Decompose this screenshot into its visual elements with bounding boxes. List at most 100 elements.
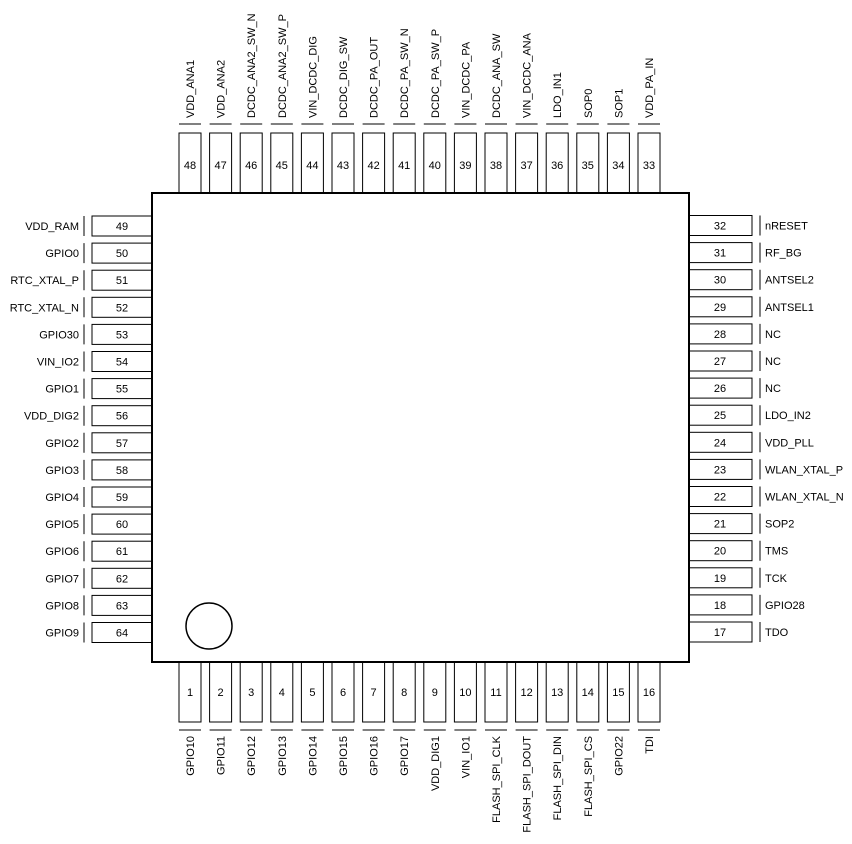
pin-number: 1 <box>187 687 193 699</box>
pin-number: 34 <box>612 160 624 172</box>
pin-number: 54 <box>116 357 128 369</box>
pin-label: ANTSEL2 <box>765 275 814 287</box>
pin-label: GPIO13 <box>277 736 289 776</box>
pin-number: 43 <box>337 160 349 172</box>
pin-number: 31 <box>714 248 726 260</box>
pin-number: 26 <box>714 383 726 395</box>
pin-number: 19 <box>714 573 726 585</box>
pin-number: 35 <box>582 160 594 172</box>
pin-label: VDD_ANA1 <box>185 60 197 118</box>
pin-number: 30 <box>714 275 726 287</box>
pin-number: 18 <box>714 600 726 612</box>
pin-label: VIN_DCDC_PA <box>460 41 472 118</box>
pin-label: GPIO8 <box>45 600 79 612</box>
pin-number: 50 <box>116 248 128 260</box>
pin-label: DCDC_PA_SW_P <box>430 29 442 118</box>
pin-label: TMS <box>765 546 788 558</box>
pins-layer: 1GPIO102GPIO113GPIO124GPIO135GPIO146GPIO… <box>10 13 844 832</box>
pin-number: 3 <box>248 687 254 699</box>
pin-label: GPIO2 <box>45 438 79 450</box>
pin-number: 7 <box>371 687 377 699</box>
pin-number: 36 <box>551 160 563 172</box>
pin-number: 55 <box>116 384 128 396</box>
pin-number: 51 <box>116 275 128 287</box>
pin-label: SOP0 <box>583 89 595 118</box>
pin-label: GPIO17 <box>399 736 411 776</box>
pin-label: DCDC_ANA2_SW_N <box>246 13 258 118</box>
pin-label: FLASH_SPI_DOUT <box>522 736 534 833</box>
pin-label: GPIO22 <box>613 736 625 776</box>
pin-label: SOP2 <box>765 519 794 531</box>
pin-label: GPIO7 <box>45 573 79 585</box>
pin-label: FLASH_SPI_CS <box>583 736 595 817</box>
pin-number: 46 <box>245 160 257 172</box>
pin-label: GPIO16 <box>369 736 381 776</box>
pin-label: DCDC_DIG_SW <box>338 36 350 118</box>
pin-label: GPIO10 <box>185 736 197 776</box>
pin-number: 42 <box>367 160 379 172</box>
pin-number: 15 <box>612 687 624 699</box>
pin-number: 23 <box>714 464 726 476</box>
pin-label: VDD_ANA2 <box>216 60 228 118</box>
pin-number: 41 <box>398 160 410 172</box>
pin-label: VDD_DIG2 <box>24 411 79 423</box>
pin-label: VIN_DCDC_ANA <box>522 32 534 118</box>
pin-label: GPIO30 <box>39 329 79 341</box>
pin-number: 28 <box>714 329 726 341</box>
pin-label: ANTSEL1 <box>765 302 814 314</box>
pin-number: 33 <box>643 160 655 172</box>
pin-label: TCK <box>765 573 788 585</box>
pin-label: GPIO6 <box>45 546 79 558</box>
pin-label: GPIO11 <box>216 736 228 775</box>
pin-number: 14 <box>582 687 594 699</box>
pin-label: SOP1 <box>613 89 625 118</box>
pin-label: GPIO15 <box>338 736 350 776</box>
pin-number: 13 <box>551 687 563 699</box>
pin-number: 38 <box>490 160 502 172</box>
pin-label: VIN_DCDC_DIG <box>307 36 319 118</box>
pin-label: GPIO14 <box>307 736 319 776</box>
pin-number: 17 <box>714 627 726 639</box>
pin-number: 20 <box>714 546 726 558</box>
pin-number: 64 <box>116 628 128 640</box>
pin-number: 2 <box>218 687 224 699</box>
pin-number: 10 <box>459 687 471 699</box>
pin-label: FLASH_SPI_CLK <box>491 735 503 822</box>
pin-number: 5 <box>309 687 315 699</box>
pin1-indicator <box>185 602 233 650</box>
pin-label: DCDC_ANA2_SW_P <box>277 14 289 118</box>
pin-number: 39 <box>459 160 471 172</box>
pin-label: WLAN_XTAL_N <box>765 492 844 504</box>
pin-label: TDI <box>644 736 656 754</box>
pin-label: GPIO3 <box>45 465 79 477</box>
pin-label: GPIO12 <box>246 736 258 776</box>
pin-label: FLASH_SPI_DIN <box>552 736 564 820</box>
pin-label: WLAN_XTAL_P <box>765 464 843 476</box>
pin-label: VDD_PA_IN <box>644 58 656 118</box>
pin-number: 45 <box>276 160 288 172</box>
pin-number: 40 <box>429 160 441 172</box>
pin-number: 49 <box>116 221 128 233</box>
pin-label: GPIO4 <box>45 492 79 504</box>
pin-number: 37 <box>520 160 532 172</box>
pin-number: 22 <box>714 492 726 504</box>
pin-number: 27 <box>714 356 726 368</box>
pin-number: 58 <box>116 465 128 477</box>
pin-number: 53 <box>116 329 128 341</box>
pin-number: 52 <box>116 302 128 314</box>
pin-number: 48 <box>184 160 196 172</box>
pin-number: 24 <box>714 437 726 449</box>
pin-number: 29 <box>714 302 726 314</box>
pin-number: 61 <box>116 546 128 558</box>
pin-number: 57 <box>116 438 128 450</box>
pin-label: RF_BG <box>765 248 802 260</box>
pin-label: NC <box>765 383 781 395</box>
pin-label: VIN_IO2 <box>37 357 79 369</box>
pin-label: VIN_IO1 <box>460 736 472 778</box>
pin-label: RTC_XTAL_N <box>10 302 79 314</box>
pin-label: GPIO28 <box>765 600 805 612</box>
pin-label: GPIO1 <box>45 384 79 396</box>
pin-label: RTC_XTAL_P <box>10 275 79 287</box>
pin-number: 6 <box>340 687 346 699</box>
pin-label: LDO_IN2 <box>765 410 811 422</box>
